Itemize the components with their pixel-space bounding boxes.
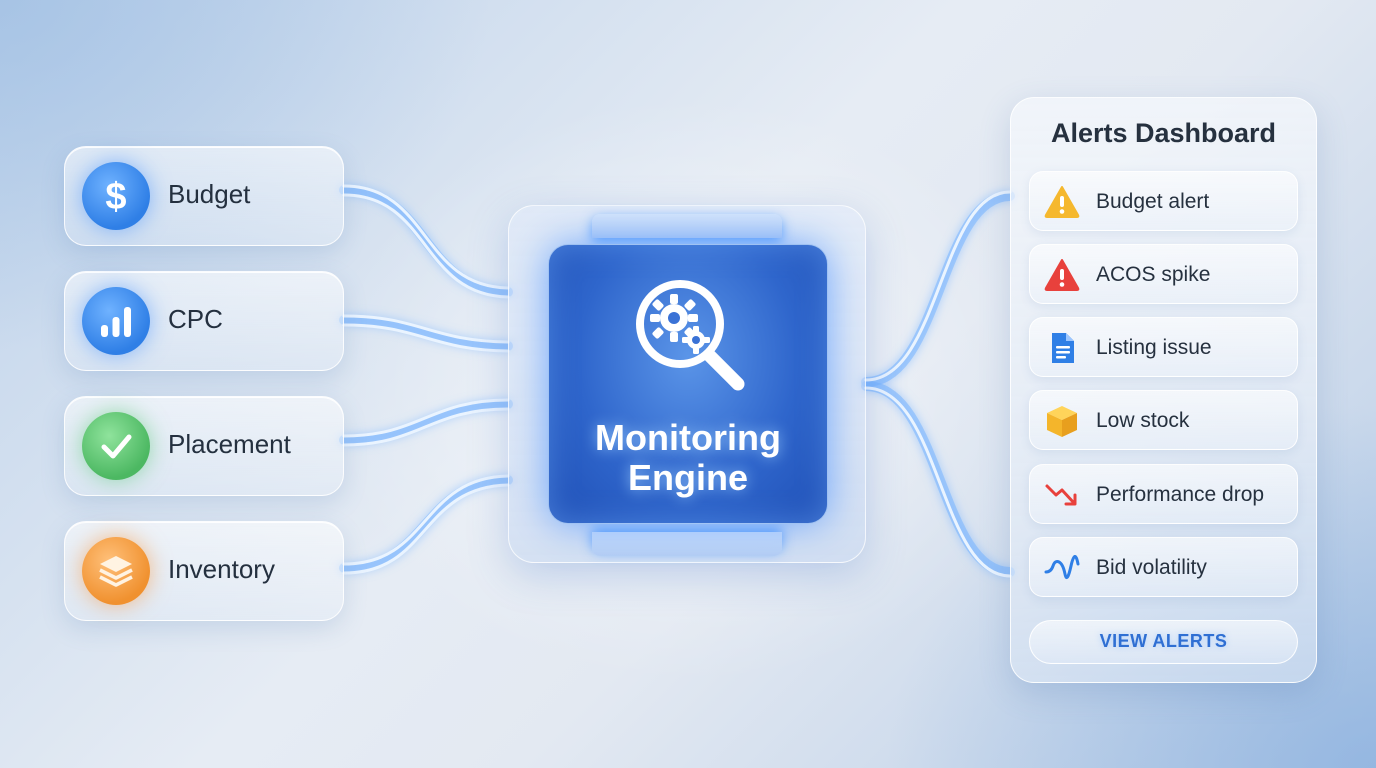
source-label: Inventory: [168, 554, 275, 584]
source-label: Budget: [168, 179, 251, 209]
box-icon: [1047, 406, 1077, 437]
wire-inventory: [339, 475, 513, 573]
engine-tab-top: [592, 214, 782, 238]
alert-item-stock[interactable]: Low stock: [1029, 390, 1298, 450]
alert-label: Budget alert: [1096, 190, 1210, 213]
trend-down-icon: [1045, 484, 1077, 506]
alert-item-bid[interactable]: Bid volatility: [1029, 537, 1298, 597]
check-icon: [82, 412, 150, 480]
svg-text:$: $: [105, 176, 126, 218]
engine-core: [548, 244, 828, 524]
dollar-icon: $: [82, 162, 150, 230]
wire-budget: [339, 185, 513, 297]
wire-placement: [339, 399, 513, 445]
source-card-placement: Placement: [64, 396, 344, 496]
warning-yellow-icon: [1044, 186, 1080, 218]
engine-title-line2: Engine: [627, 457, 748, 498]
source-label: Placement: [168, 429, 291, 459]
engine-title-line1: Monitoring: [595, 417, 781, 458]
source-card-cpc: CPC: [64, 271, 344, 371]
alert-label: Low stock: [1096, 409, 1190, 432]
alert-item-listing[interactable]: Listing issue: [1029, 317, 1298, 377]
engine-tab-bottom: [592, 532, 782, 556]
source-card-inventory: Inventory: [64, 521, 344, 621]
pulse-icon: [1044, 555, 1080, 580]
alert-label: ACOS spike: [1096, 263, 1211, 286]
source-label: CPC: [168, 304, 223, 334]
wire-cpc: [339, 315, 513, 351]
layers-icon: [82, 537, 150, 605]
source-card-budget: $ Budget: [64, 146, 344, 246]
warning-red-icon: [1044, 259, 1080, 291]
dashboard-title: Alerts Dashboard: [1050, 118, 1277, 148]
alert-item-performance[interactable]: Performance drop: [1029, 464, 1298, 524]
gear-magnifier-icon: [636, 280, 745, 391]
alert-item-budget[interactable]: Budget alert: [1029, 171, 1298, 231]
engine-title: Monitoring Engine: [548, 418, 828, 498]
alert-item-acos[interactable]: ACOS spike: [1029, 244, 1298, 304]
bar-chart-icon: [82, 287, 150, 355]
document-icon: [1052, 333, 1074, 363]
alert-label: Bid volatility: [1096, 556, 1207, 579]
alert-label: Listing issue: [1096, 336, 1212, 359]
view-alerts-button[interactable]: VIEW ALERTS: [1029, 620, 1298, 664]
alert-label: Performance drop: [1096, 483, 1265, 506]
